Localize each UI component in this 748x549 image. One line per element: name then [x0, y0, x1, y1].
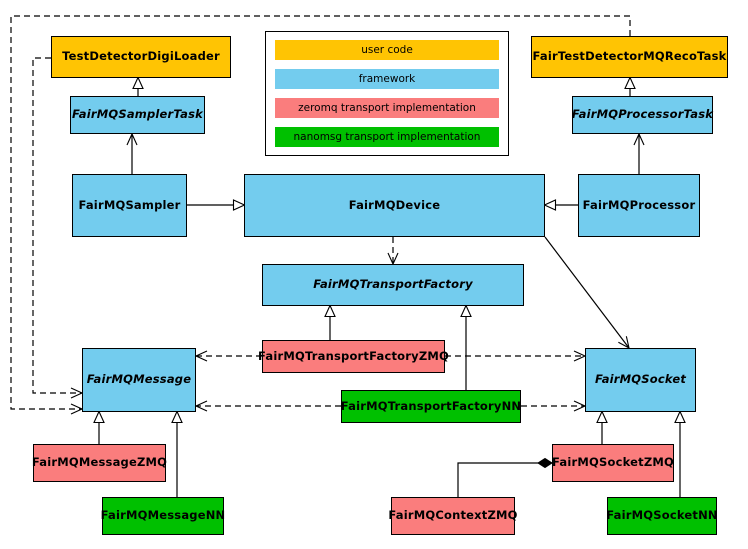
class-node-fairmqmessage[interactable]: FairMQMessage [82, 348, 196, 412]
edge-contextzmq-to-socketzmq [457, 457, 553, 497]
legend: user code framework zeromq transport imp… [265, 31, 509, 156]
class-node-fairmqprocessortask[interactable]: FairMQProcessorTask [572, 96, 713, 134]
legend-label: nanomsg transport implementation [293, 131, 481, 143]
class-node-fairmqmessagezmq[interactable]: FairMQMessageZMQ [32, 444, 167, 482]
legend-label: user code [361, 44, 413, 56]
legend-item-zeromq: zeromq transport implementation [275, 98, 499, 118]
class-node-fairmqprocessor[interactable]: FairMQProcessor [578, 174, 700, 237]
class-node-fairmqcontextzmq[interactable]: FairMQContextZMQ [388, 497, 517, 535]
class-node-fairmqtransportfactory[interactable]: FairMQTransportFactory [262, 264, 524, 306]
legend-item-user-code: user code [275, 40, 499, 60]
class-node-fairmqtransportfactorynn[interactable]: FairMQTransportFactoryNN [341, 390, 521, 423]
legend-item-nanomsg: nanomsg transport implementation [275, 127, 499, 147]
edge-device-to-socket [544, 236, 630, 350]
class-node-fairmqsocket[interactable]: FairMQSocket [585, 348, 696, 412]
legend-label: zeromq transport implementation [298, 102, 476, 114]
class-node-fairmqsampler[interactable]: FairMQSampler [72, 174, 187, 237]
legend-label: framework [358, 73, 416, 85]
class-node-fairmqmessagenn[interactable]: FairMQMessageNN [101, 497, 225, 535]
class-node-fairmqsamplertask[interactable]: FairMQSamplerTask [70, 96, 205, 134]
class-node-fairmqtransportfactoryzmq[interactable]: FairMQTransportFactoryZMQ [258, 340, 449, 373]
class-node-fairmqsocketnn[interactable]: FairMQSocketNN [606, 497, 718, 535]
class-node-fairmqsocketzmq[interactable]: FairMQSocketZMQ [552, 444, 674, 482]
legend-item-framework: framework [275, 69, 499, 89]
class-node-fairmqdevice[interactable]: FairMQDevice [244, 174, 545, 237]
class-node-fairtestdetectormqrecotask[interactable]: FairTestDetectorMQRecoTask [531, 36, 728, 78]
class-node-testdetectordigiloader[interactable]: TestDetectorDigiLoader [51, 36, 231, 78]
